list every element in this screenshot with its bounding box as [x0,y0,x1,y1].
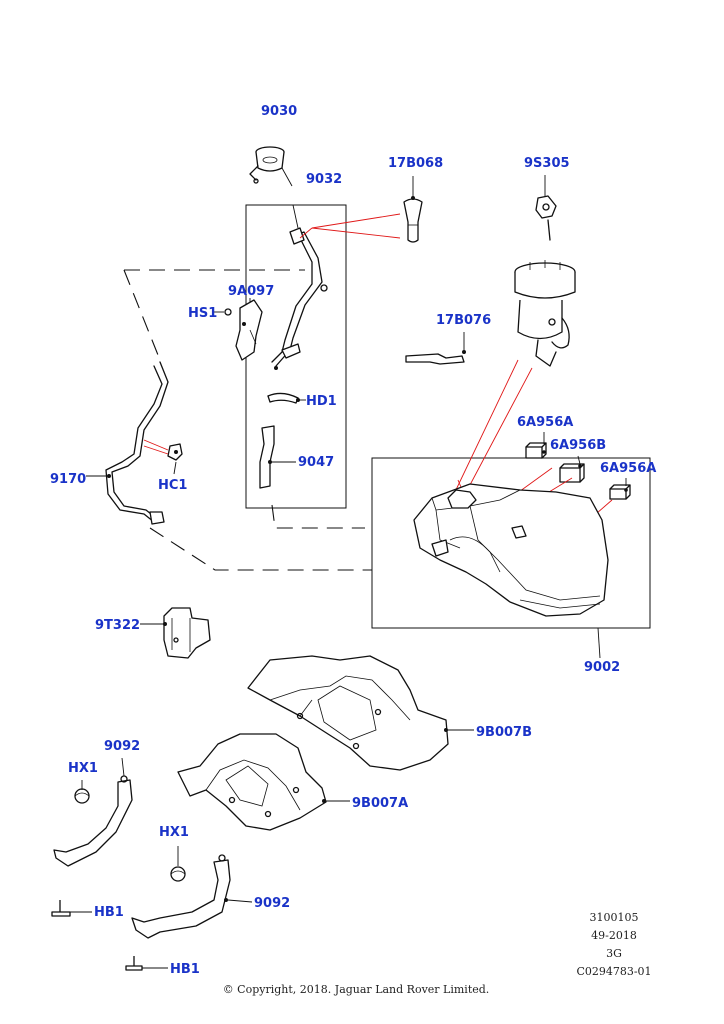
vent-pipe-part [105,361,169,525]
heat-shield-9b007a-part [177,733,327,831]
leader-hc1 [173,461,177,475]
level-sender-part [405,350,466,365]
version-code: 3G [606,947,622,960]
callout-6a956a-top[interactable]: 6A956A [517,415,573,430]
callout-17b076[interactable]: 17B076 [436,313,491,328]
fuel-pump-module-part [514,260,576,367]
filler-neck-part [271,227,328,370]
leader-9030 [281,167,293,187]
copyright-notice: © Copyright, 2018. Jaguar Land Rover Lim… [223,983,490,996]
callout-hx1-right[interactable]: HX1 [159,825,189,840]
callout-9t322[interactable]: 9T322 [95,618,140,633]
callout-9s305[interactable]: 9S305 [524,156,570,171]
pad-6a956a-right-part [609,484,631,500]
callout-hc1[interactable]: HC1 [158,478,187,493]
fuel-tank-part [413,483,609,617]
pad-6a956a-top-part [525,442,547,459]
leader-9032 [292,204,299,229]
ref-number: 3100105 [590,911,639,924]
red-leaders-valve [299,213,401,239]
callout-hs1[interactable]: HS1 [188,306,217,321]
valve-17b068-part [403,196,423,243]
callout-9030[interactable]: 9030 [261,104,297,119]
leader-9002 [597,627,601,659]
tank-strap-left-part [51,775,133,917]
callout-17b068[interactable]: 17B068 [388,156,443,171]
pad-6a956b-part [559,463,585,483]
fuel-tank-group-box [371,457,651,629]
callout-6a956a-right[interactable]: 6A956A [600,461,656,476]
callout-hx1-left[interactable]: HX1 [68,761,98,776]
date-code: 49-2018 [591,929,637,942]
callout-9170[interactable]: 9170 [50,472,86,487]
callout-hd1[interactable]: HD1 [306,394,337,409]
callout-6a956b[interactable]: 6A956B [550,438,606,453]
tank-strap-right-part [125,846,231,971]
filler-assembly-outline [123,269,372,571]
illustration-id: C0294783-01 [576,965,651,978]
callout-hb1-bottom[interactable]: HB1 [170,962,200,977]
heat-shield-9b007b-part [247,655,449,771]
red-leader-hc1 [143,439,169,455]
callout-9002[interactable]: 9002 [584,660,620,675]
hose-9047-part [259,425,275,489]
filler-cap-part [249,146,285,184]
bracket-9a097-part [224,299,263,361]
callout-9047[interactable]: 9047 [298,455,334,470]
callout-9032[interactable]: 9032 [306,172,342,187]
bracket-9t322-part [163,607,211,659]
connector-hc1-part [167,443,183,461]
callout-9b007a[interactable]: 9B007A [352,796,408,811]
leader-9092-bottom [227,899,253,903]
leaders-6a956 [543,432,627,486]
callout-9092-bottom[interactable]: 9092 [254,896,290,911]
callout-9a097[interactable]: 9A097 [228,284,274,299]
leader-9092-top [121,757,125,777]
hose-clamp-part [267,392,300,404]
callout-9b007b[interactable]: 9B007B [476,725,532,740]
callout-9092-top[interactable]: 9092 [104,739,140,754]
sensor-connector-part [535,195,557,241]
callout-hb1-top[interactable]: HB1 [94,905,124,920]
